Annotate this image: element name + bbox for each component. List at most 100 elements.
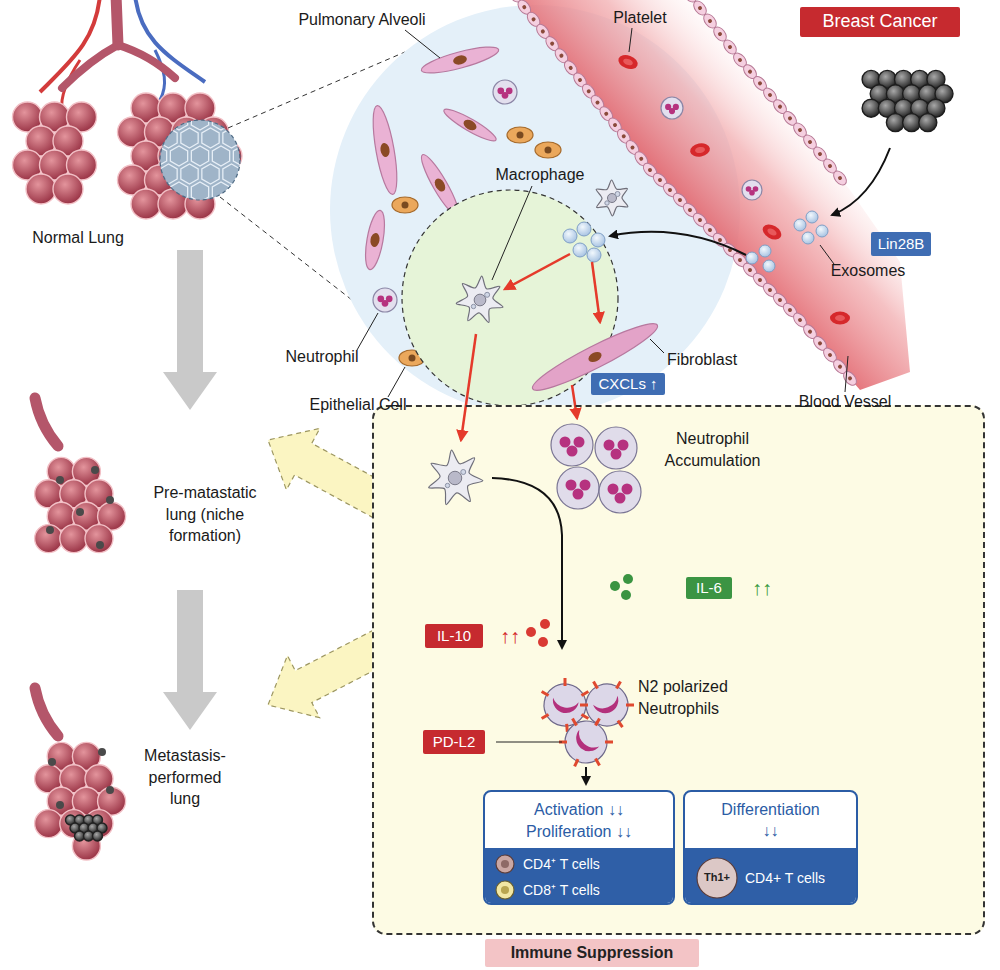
surface-ligand [580, 704, 588, 707]
cell-nucleus [837, 364, 843, 370]
cell-nucleus [577, 77, 583, 83]
box-text: Lin28B [878, 235, 925, 253]
alveolus [212, 182, 229, 202]
cell-nucleus [517, 132, 524, 139]
tumor-cell-seed [76, 508, 84, 516]
cell-nucleus [402, 202, 409, 209]
cell-nucleus [687, 207, 693, 213]
leader-line [845, 356, 848, 392]
neutrophil-cell [551, 424, 593, 466]
alveolus [202, 164, 219, 184]
surface-ligand [571, 718, 578, 726]
leader-line [650, 339, 664, 353]
epithelial-cell [535, 142, 561, 158]
cytokine-dot [610, 581, 620, 591]
cell-nucleus [595, 100, 601, 106]
cell-body [392, 197, 418, 213]
cytokine-box: IL-10 [425, 624, 483, 648]
box-text: IL-10 [437, 627, 471, 645]
surface-ligand [573, 759, 579, 768]
exosome [587, 248, 601, 262]
leader-line [492, 186, 532, 280]
alveolus [181, 128, 198, 148]
endothelial-cell [831, 169, 849, 188]
lung-lobe [35, 525, 63, 553]
cell-nucleus [521, 4, 527, 10]
neutrophil-cell [742, 180, 762, 200]
leader-line [405, 30, 440, 58]
cell-nucleus [787, 116, 793, 122]
cell-center [766, 227, 778, 237]
lung-lobe [53, 174, 83, 204]
alveolus [160, 164, 177, 184]
outcome-box: Immune Suppression [485, 939, 700, 966]
cell-nucleus [615, 493, 626, 504]
cell-body [496, 855, 514, 873]
cell-body [697, 858, 737, 898]
alveolus [244, 164, 261, 184]
cell-body [362, 209, 388, 271]
polarization-arrow [492, 478, 562, 648]
cell-center [835, 315, 845, 321]
cell-nucleus [737, 257, 743, 263]
particle-label: Exosomes [831, 260, 906, 282]
cell-nucleus [837, 175, 843, 181]
stage-label: Normal Lung [32, 227, 124, 249]
exosome [746, 252, 758, 264]
immune-panel: Neutrophil AccumulationN2 polarized Neut… [372, 405, 985, 935]
effect-arrow [592, 262, 600, 322]
cell-nucleus [767, 287, 773, 293]
cell-body [661, 97, 683, 119]
exosome [816, 225, 828, 237]
cell-nucleus [603, 111, 609, 117]
cell-label: Platelet [613, 7, 666, 29]
cell-nucleus [559, 53, 565, 59]
lung-lobe [26, 174, 56, 204]
alveolar-cell [419, 42, 500, 78]
alveolus [233, 110, 250, 130]
cell-body [831, 169, 849, 188]
alveolus [233, 146, 250, 166]
box-text: CD8⁺ T cells [523, 881, 663, 899]
surface-ligand [605, 741, 613, 744]
cell-nucleus [767, 92, 773, 98]
leader-line [820, 245, 834, 264]
cell-body [616, 52, 639, 71]
panel-ground [372, 405, 985, 935]
cell-nucleus [697, 5, 703, 11]
alveolus [202, 128, 219, 148]
tumor-cell-seed [56, 801, 64, 809]
zoom-circle [160, 120, 240, 200]
cell-body [441, 105, 499, 145]
progression-arrow [163, 590, 217, 730]
cell-nucleus [452, 54, 468, 66]
lung-lobe [903, 114, 921, 132]
cytokine-box: IL-6 [686, 577, 732, 599]
cell-nucleus [787, 307, 793, 313]
lung-lobe [862, 99, 880, 117]
exosome [577, 222, 591, 236]
alveolus [170, 182, 187, 202]
cell-nucleus [677, 197, 683, 203]
alveolus [170, 146, 187, 166]
panel-text: N2 polarized Neutrophils [638, 676, 748, 719]
surface-ligand [594, 718, 601, 726]
cell-nucleus [717, 31, 723, 37]
alveolus [149, 146, 166, 166]
box-text: Th1+ [697, 871, 737, 884]
cell-nucleus [621, 133, 627, 139]
cell-body [841, 369, 859, 388]
neutrophil-cell [373, 288, 397, 312]
suppression-arrow [585, 767, 587, 784]
epithelial-cell [507, 127, 533, 143]
cell-body [368, 104, 401, 196]
secretion-arrow [832, 148, 890, 215]
stage-label: Metastasis-performed lung [135, 745, 235, 810]
macrophage-nucleus [448, 471, 462, 485]
cell-nucleus [545, 147, 552, 154]
cell-body [760, 221, 784, 242]
box-text: CD4⁺ T cells [523, 855, 663, 873]
vesicle [471, 304, 475, 308]
alveolar-cell [441, 105, 499, 145]
cell-nucleus [753, 186, 759, 192]
